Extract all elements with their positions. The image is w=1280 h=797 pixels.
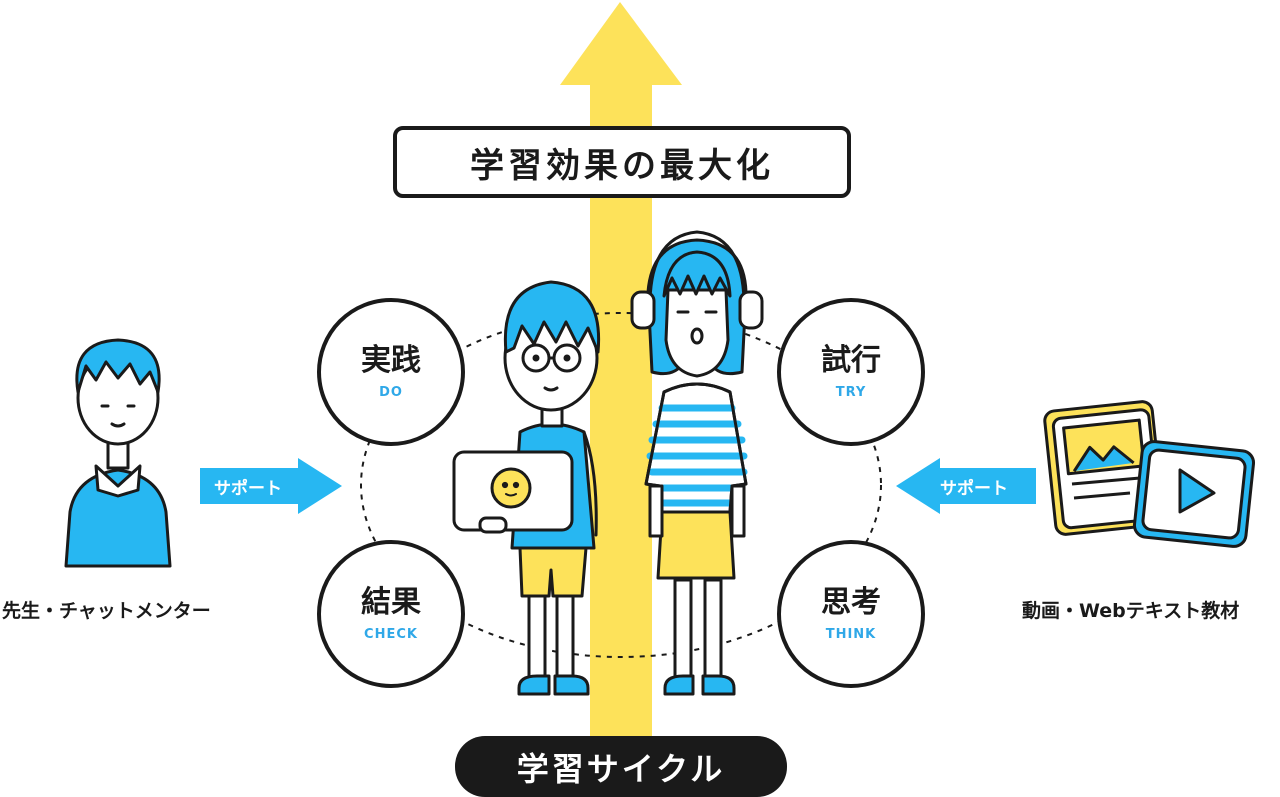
stage-think-label: 思考 (821, 585, 881, 620)
cycle-ellipse (360, 312, 882, 658)
media-materials-icon (1043, 400, 1256, 548)
stage-try-en: TRY (835, 385, 867, 400)
stage-think-en: THINK (825, 627, 877, 642)
stage-check-en: CHECK (364, 627, 418, 642)
teacher-illustration (64, 338, 172, 568)
materials-label: 動画・Webテキスト教材 (1022, 600, 1240, 622)
stage-check-label: 結果 (361, 585, 421, 620)
stage-do-en: DO (379, 385, 403, 400)
student-girl-illustration (630, 230, 764, 696)
stage-try: 試行 TRY (777, 298, 925, 446)
stage-do-label: 実践 (361, 343, 421, 378)
page-title: 学習効果の最大化 (393, 126, 851, 198)
teacher-label: 先生・チャットメンター (2, 600, 211, 622)
support-arrow-right-shape (896, 458, 1036, 514)
support-arrow-left: サポート (200, 458, 340, 514)
support-arrow-right: サポート (896, 458, 1036, 514)
support-arrow-left-shape (200, 458, 342, 514)
student-boy-illustration (452, 280, 601, 696)
stage-do: 実践 DO (317, 298, 465, 446)
stage-think: 思考 THINK (777, 540, 925, 688)
stage-try-label: 試行 (821, 343, 881, 378)
support-label-right: サポート (940, 478, 1008, 499)
learning-cycle-label: 学習サイクル (455, 736, 787, 797)
support-label-left: サポート (214, 478, 282, 499)
stage-check: 結果 CHECK (317, 540, 465, 688)
